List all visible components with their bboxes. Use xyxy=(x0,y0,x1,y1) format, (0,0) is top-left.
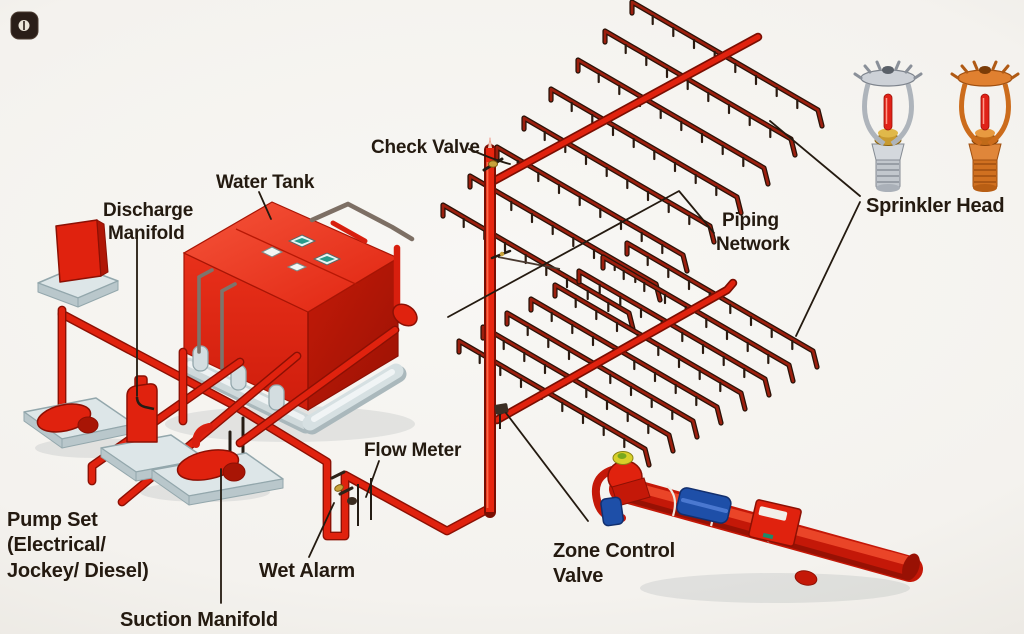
water-tank-label: Water Tank xyxy=(216,172,315,193)
check-valve-leader-line xyxy=(468,148,511,165)
check-valve-label: Check Valve xyxy=(371,137,480,158)
tank-pipework xyxy=(197,201,418,370)
sprinkler-head-chrome xyxy=(853,60,923,192)
sprinkler-head-label: Sprinkler Head xyxy=(866,195,1004,217)
zcv-shadow xyxy=(640,573,910,603)
tank-fill-pipe xyxy=(330,220,368,244)
pump-set-label: (Electrical/ xyxy=(7,534,106,556)
zone-control-valve-label: Zone Control xyxy=(553,540,675,562)
suction-manifold-label: Suction Manifold xyxy=(120,609,278,631)
discharge-manifold-label: Discharge xyxy=(103,200,193,221)
zone-control-valve-assembly xyxy=(591,451,923,586)
shutter-icon xyxy=(10,11,39,40)
discharge-manifold-label: Manifold xyxy=(108,223,185,244)
upper-cross-main xyxy=(485,32,763,188)
manifold-riser-pipe xyxy=(197,268,214,354)
discharge-manifold-panel xyxy=(55,219,102,283)
pump-set xyxy=(23,375,284,506)
tank-top-pipe xyxy=(309,201,415,242)
wet-alarm-leader-line xyxy=(308,502,335,558)
piping-network-label: Piping xyxy=(722,210,779,231)
upper-piping-network xyxy=(443,2,822,329)
water-tank-leader-line xyxy=(258,191,272,220)
lower-piping-network xyxy=(459,243,817,465)
riser-mid-fitting xyxy=(490,249,561,270)
pump-set-label: Jockey/ Diesel) xyxy=(7,560,149,582)
manifold-riser-pipe xyxy=(220,282,237,370)
lower-cross-main xyxy=(492,278,738,425)
sprinkler-bulb xyxy=(883,93,893,131)
zone-control-valve-label: Valve xyxy=(553,565,603,587)
flow-meter-leader-line xyxy=(365,460,380,498)
riser-pipe xyxy=(484,137,496,518)
pump-electrical xyxy=(23,397,135,449)
tank-outlet-elbow xyxy=(392,303,418,327)
sprinkler-head-leader-line-lower xyxy=(795,201,861,337)
sprinkler-head-leader-line-upper xyxy=(769,120,861,197)
flow-meter-label: Flow Meter xyxy=(364,440,462,461)
piping-network-leader-line xyxy=(447,190,715,318)
wet-alarm-label: Wet Alarm xyxy=(259,560,355,582)
tank-top-seam xyxy=(235,228,361,287)
discharge-manifold-unit xyxy=(37,219,119,308)
sprinkler-frame-arms xyxy=(959,83,1011,147)
piping-network-label: Network xyxy=(716,234,790,255)
pump-set-label: Pump Set xyxy=(7,509,98,531)
main-supply-pipe xyxy=(57,309,495,541)
flow-meter-device xyxy=(135,396,357,505)
sprinkler-bulb xyxy=(980,93,990,131)
riser-zone-takeoff xyxy=(494,403,509,429)
zcv-gauge-small xyxy=(600,496,624,527)
tank-hatches xyxy=(260,234,342,272)
zone-control-valve-leader-line xyxy=(505,412,589,522)
sprinkler-frame-arms xyxy=(862,83,914,147)
pump-diesel xyxy=(151,423,284,506)
sprinkler-head-bronze xyxy=(950,60,1020,192)
